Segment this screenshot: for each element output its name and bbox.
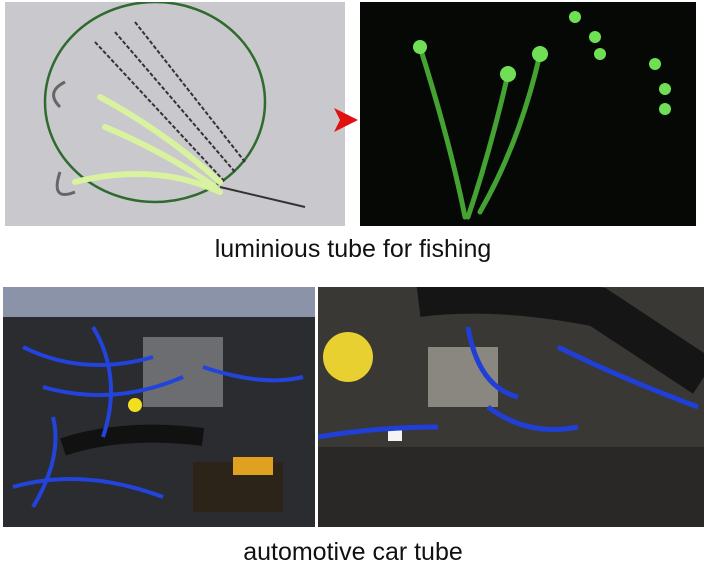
fishing-caption: luminious tube for fishing (214, 235, 492, 263)
automotive-caption: automotive car tube (243, 538, 463, 566)
fishing-rig-daylight-photo (5, 2, 345, 226)
engine-bay-photo-right (318, 287, 704, 527)
fishing-rig-glowing-photo (360, 2, 696, 226)
engine-bay-photo-left (3, 287, 315, 527)
arrow-icon (334, 108, 360, 137)
